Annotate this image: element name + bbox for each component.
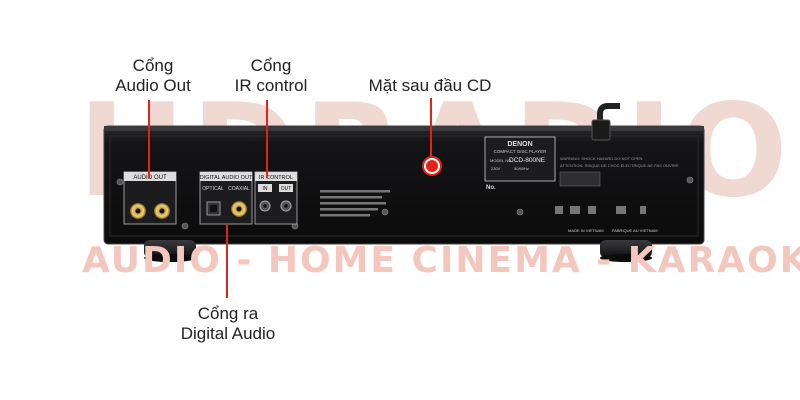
plate-brand: DENON bbox=[507, 141, 532, 148]
cd-player-rear-panel: AUDIO OUT DIGITAL AUDIO OUT OPTICAL COAX… bbox=[103, 103, 705, 262]
callout-audio-out-line1: Cổng bbox=[132, 56, 174, 75]
callout-ir-control-line1: Cổng bbox=[250, 56, 292, 75]
plate-voltage: 230V bbox=[491, 166, 501, 171]
callout-digital-audio-line2: Digital Audio bbox=[180, 324, 276, 343]
plate-number-label: No. bbox=[486, 185, 496, 191]
label-ir-control: IR CONTROL bbox=[259, 175, 293, 181]
rear-panel-marker bbox=[424, 158, 440, 174]
callout-audio-out-line2: Audio Out bbox=[115, 76, 191, 95]
made-in-label-1: MADE IN VIETNAM bbox=[568, 228, 604, 233]
plate-product: COMPACT DISC PLAYER bbox=[494, 149, 548, 154]
plate-model: DCD-800NE bbox=[509, 157, 546, 164]
made-in-label-2: FABRIQUE AU VIETNAM bbox=[612, 228, 658, 233]
label-ir-in: IN bbox=[263, 186, 268, 192]
left-foot bbox=[144, 240, 196, 258]
label-audio-out: AUDIO OUT bbox=[133, 175, 167, 181]
callout-digital-audio: Cổng ra Digital Audio bbox=[168, 304, 288, 344]
plate-model-prefix: MODEL NO. bbox=[490, 158, 512, 163]
warning-text-2: ATTENTION: RISQUE DE CHOC ELECTRIQUE-NE … bbox=[560, 163, 679, 168]
label-ir-out: OUT bbox=[281, 186, 292, 192]
warning-text-1: WARNING: SHOCK HAZARD-DO NOT OPEN bbox=[560, 156, 643, 161]
watermark-tagline: AUDIO - HOME CINEMA - KARAOKE bbox=[82, 240, 800, 281]
label-optical: OPTICAL bbox=[202, 186, 224, 192]
callout-audio-out: Cổng Audio Out bbox=[98, 56, 208, 96]
label-coaxial: COAXIAL bbox=[228, 186, 250, 192]
label-digital-audio-out: DIGITAL AUDIO OUT bbox=[200, 175, 253, 181]
plate-frequency: 50/60Hz bbox=[514, 166, 529, 171]
right-foot bbox=[600, 240, 652, 258]
callout-rear-panel: Mặt sau đầu CD bbox=[368, 76, 492, 95]
callout-digital-audio-line1: Cổng ra bbox=[197, 304, 259, 323]
callout-ir-control: Cổng IR control bbox=[216, 56, 326, 96]
callout-ir-control-line2: IR control bbox=[234, 76, 308, 95]
